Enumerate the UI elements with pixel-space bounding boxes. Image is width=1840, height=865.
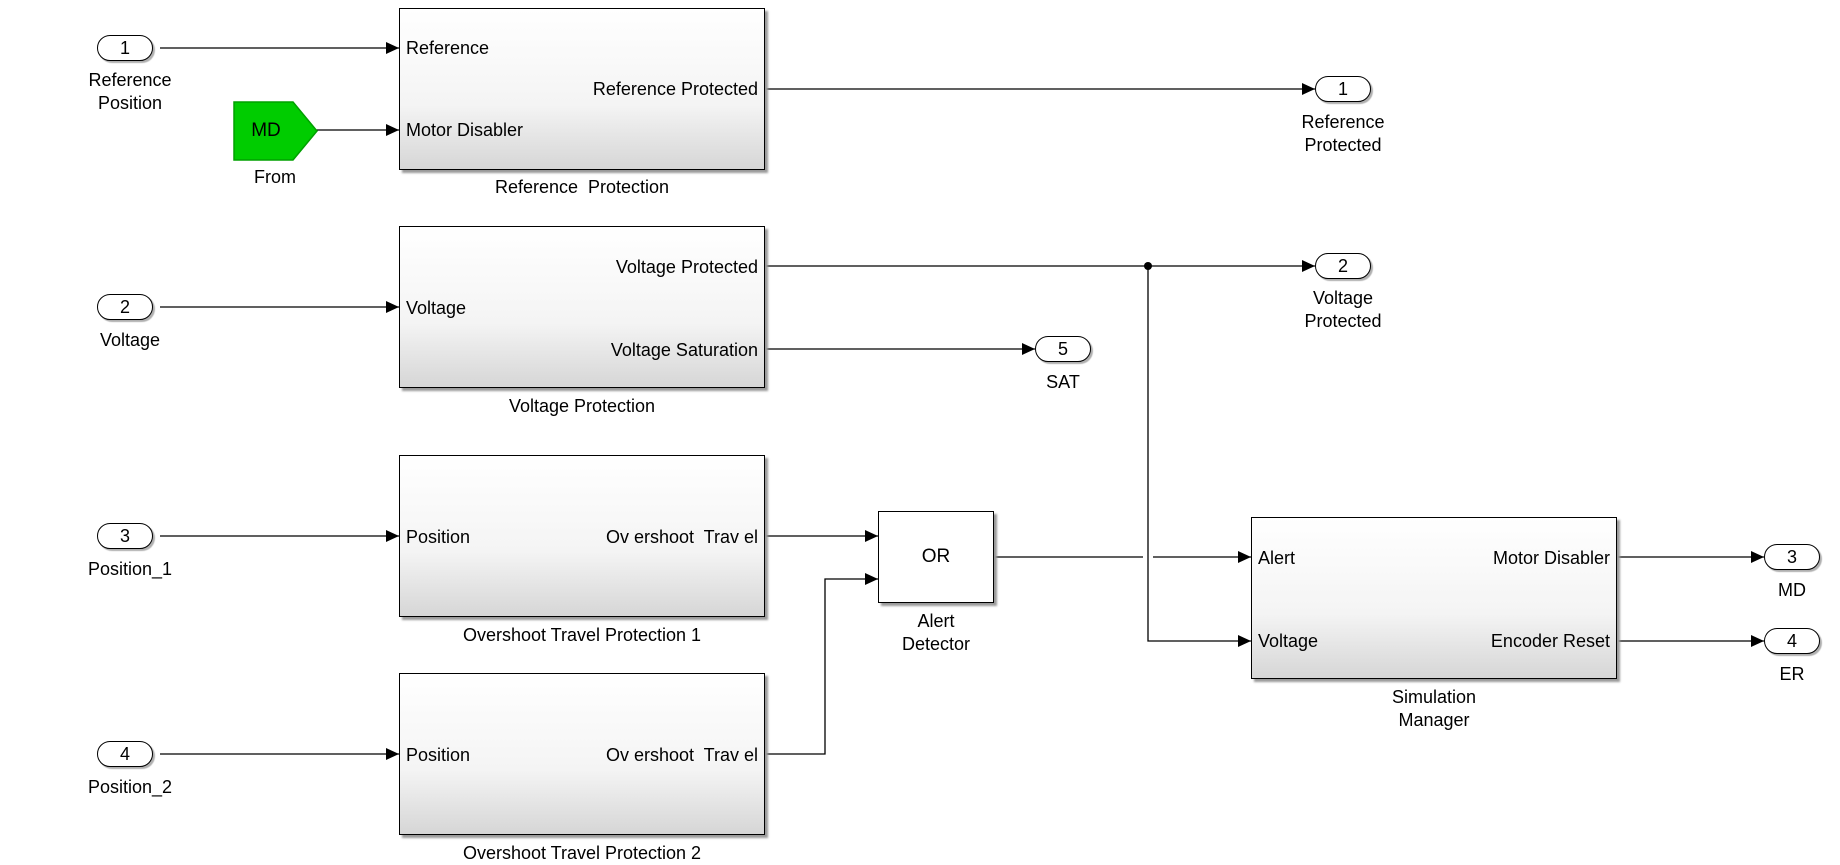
inport-2[interactable]: 2 [97, 294, 153, 320]
inport-2-number: 2 [119, 296, 130, 317]
overshoot-travel-protection-2-block[interactable]: Position Ov ershoot Trav el [399, 673, 765, 835]
inport-1[interactable]: 1 [97, 35, 153, 61]
outport-1-label: Reference Protected [1301, 112, 1385, 155]
inport-4-label: Position_2 [87, 777, 173, 797]
port-overshoot-travel-2: Ov ershoot Trav el [605, 745, 758, 765]
outport-3[interactable]: 3 [1764, 544, 1820, 570]
port-overshoot-travel-1: Ov ershoot Trav el [605, 527, 758, 547]
outport-1-number: 1 [1337, 78, 1348, 99]
outport-1[interactable]: 1 [1315, 76, 1371, 102]
outport-2-label: Voltage Protected [1304, 288, 1382, 331]
outport-2[interactable]: 2 [1315, 253, 1371, 279]
outport-2-number: 2 [1337, 255, 1348, 276]
from-block-label: From [254, 167, 296, 187]
inport-3[interactable]: 3 [97, 523, 153, 549]
wire-overshoot-2 [765, 573, 878, 755]
outport-3-label: MD [1778, 580, 1806, 600]
from-block-tag: MD [251, 120, 281, 141]
outport-5[interactable]: 5 [1035, 336, 1091, 362]
simulation-manager-label: Simulation Manager [1391, 687, 1477, 730]
port-position-1: Position [406, 527, 471, 547]
port-voltage-sm: Voltage [1258, 631, 1319, 651]
port-motor-disabler: Motor Disabler [406, 120, 524, 140]
outport-3-number: 3 [1786, 546, 1797, 567]
outport-5-number: 5 [1057, 338, 1068, 359]
wire-voltage-branch [1147, 266, 1251, 647]
inport-1-label: Reference Position [88, 70, 172, 113]
port-position-2: Position [406, 745, 471, 765]
alert-detector-label: Alert Detector [901, 611, 971, 654]
outport-4-label: ER [1779, 664, 1805, 684]
overshoot-travel-protection-1-block[interactable]: Position Ov ershoot Trav el [399, 455, 765, 617]
port-voltage-saturation: Voltage Saturation [610, 340, 758, 360]
inport-4[interactable]: 4 [97, 741, 153, 767]
port-alert: Alert [1258, 548, 1296, 568]
outport-4-number: 4 [1786, 630, 1797, 651]
port-reference: Reference [406, 38, 490, 58]
from-tag-icon [233, 101, 318, 161]
port-encoder-reset: Encoder Reset [1490, 631, 1610, 651]
inport-3-number: 3 [119, 525, 130, 546]
voltage-protection-label: Voltage Protection [508, 396, 656, 416]
port-reference-protected: Reference Protected [592, 79, 758, 99]
overshoot-travel-protection-2-label: Overshoot Travel Protection 2 [462, 843, 702, 863]
inport-1-number: 1 [119, 37, 130, 58]
inport-3-label: Position_1 [87, 559, 173, 579]
alert-detector-block[interactable]: OR [878, 511, 994, 603]
outport-5-label: SAT [1046, 372, 1080, 392]
port-voltage-protected: Voltage Protected [615, 257, 758, 277]
simulation-manager-block[interactable]: Alert Voltage Motor Disabler Encoder Res… [1251, 517, 1617, 679]
voltage-protection-block[interactable]: Voltage Voltage Protected Voltage Satura… [399, 226, 765, 388]
reference-protection-label: Reference Protection [494, 177, 670, 197]
outport-4[interactable]: 4 [1764, 628, 1820, 654]
overshoot-travel-protection-1-label: Overshoot Travel Protection 1 [462, 625, 702, 645]
logical-operator-or: OR [921, 546, 951, 567]
port-motor-disabler-out: Motor Disabler [1492, 548, 1610, 568]
inport-4-number: 4 [119, 743, 130, 764]
reference-protection-block[interactable]: Reference Motor Disabler Reference Prote… [399, 8, 765, 170]
port-voltage-in: Voltage [406, 298, 467, 318]
branch-point [1144, 262, 1152, 270]
from-block-md[interactable]: MD [233, 101, 319, 161]
inport-2-label: Voltage [99, 330, 161, 350]
